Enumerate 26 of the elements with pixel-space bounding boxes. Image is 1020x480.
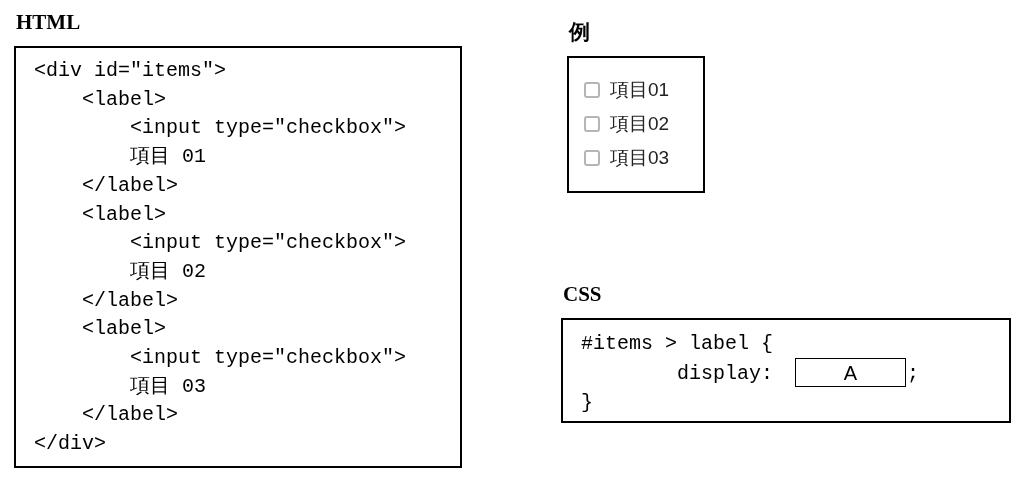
code-line: <input type="checkbox"> (130, 115, 407, 142)
code-line: display: (677, 361, 773, 387)
section-heading: 例 (569, 19, 590, 46)
checkbox-label: 項目03 (610, 146, 670, 170)
code-line: </label> (82, 402, 178, 429)
code-line: <input type="checkbox"> (130, 230, 407, 257)
code-line: </div> (34, 431, 106, 458)
code-line: <div id="items"> (34, 58, 227, 84)
code-line: ; (907, 361, 919, 387)
code-line: <input type="checkbox"> (130, 345, 407, 371)
checkbox-label: 項目01 (610, 78, 670, 102)
section-heading: CSS (563, 281, 602, 308)
section-heading: HTML (16, 9, 81, 36)
answer-box (795, 358, 906, 387)
code-line: 項目 01 (130, 144, 206, 171)
code-line: #items > label { (581, 331, 774, 357)
checkbox-label: 項目02 (610, 112, 670, 136)
code-line: 項目 03 (130, 373, 206, 400)
code-line: 項目 02 (130, 258, 206, 285)
code-line: <label> (82, 86, 166, 113)
answer-letter: A (843, 360, 858, 386)
code-line: <label> (82, 316, 166, 343)
code-line: <label> (82, 201, 166, 228)
code-line: } (581, 390, 593, 416)
code-line: </label> (82, 287, 178, 314)
code-line: </label> (82, 172, 178, 199)
